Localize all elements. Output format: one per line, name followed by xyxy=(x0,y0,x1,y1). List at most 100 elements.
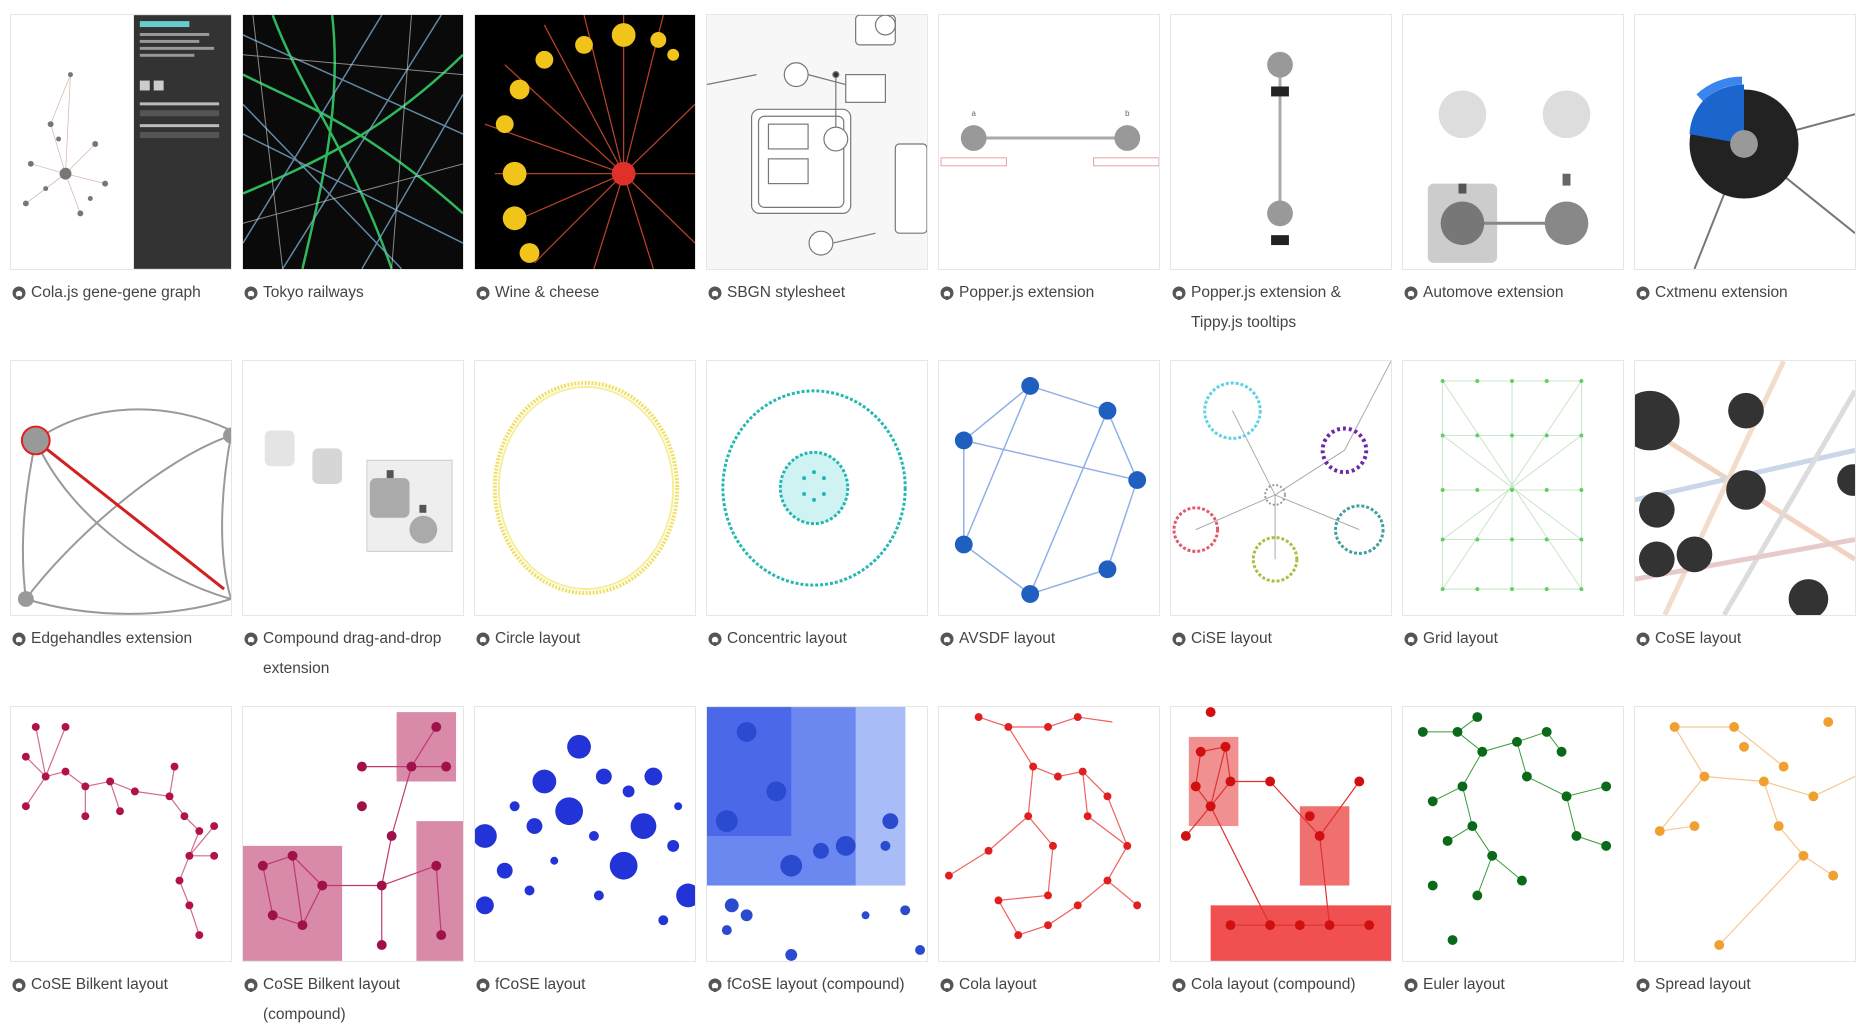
demo-caption[interactable]: Cola.js gene-gene graph xyxy=(12,278,234,308)
demo-caption[interactable]: AVSDF layout xyxy=(940,624,1162,654)
demo-thumbnail[interactable] xyxy=(1634,360,1856,616)
demo-caption[interactable]: Concentric layout xyxy=(708,624,930,654)
demo-caption[interactable]: Spread layout xyxy=(1636,970,1858,1000)
demo-caption[interactable]: Tokyo railways xyxy=(244,278,466,308)
demo-thumbnail[interactable] xyxy=(1402,14,1624,270)
demo-thumbnail[interactable] xyxy=(474,14,696,270)
svg-text:a: a xyxy=(971,109,976,118)
demo-thumbnail[interactable] xyxy=(1170,14,1392,270)
demo-label: CoSE Bilkent layout xyxy=(31,976,168,993)
demo-card[interactable]: SBGN stylesheet xyxy=(706,14,928,324)
demo-thumbnail[interactable] xyxy=(1634,14,1856,270)
github-icon xyxy=(940,632,954,646)
demo-card[interactable]: Cola layout xyxy=(938,706,1160,1016)
demo-card[interactable]: CoSE Bilkent layout (compound) xyxy=(242,706,464,1023)
demo-card[interactable]: Automove extension xyxy=(1402,14,1624,324)
demo-caption[interactable]: Wine & cheese xyxy=(476,278,698,308)
demo-card[interactable]: CoSE layout xyxy=(1634,360,1856,670)
demo-caption[interactable]: Cxtmenu extension xyxy=(1636,278,1858,308)
github-icon xyxy=(12,286,26,300)
demo-caption[interactable]: Automove extension xyxy=(1404,278,1626,308)
github-icon xyxy=(244,632,258,646)
demo-label: Cxtmenu extension xyxy=(1655,284,1788,301)
github-icon xyxy=(708,978,722,992)
demo-thumbnail[interactable] xyxy=(1170,706,1392,962)
demo-card[interactable]: Grid layout xyxy=(1402,360,1624,670)
demo-label: fCoSE layout (compound) xyxy=(727,976,905,993)
demo-label: Edgehandles extension xyxy=(31,630,193,647)
demo-caption[interactable]: Grid layout xyxy=(1404,624,1626,654)
demo-label: Compound drag-and-drop extension xyxy=(263,630,442,677)
demo-card[interactable]: a b Popper.js extension xyxy=(938,14,1160,324)
demo-caption[interactable]: Euler layout xyxy=(1404,970,1626,1000)
demo-thumbnail[interactable] xyxy=(1402,706,1624,962)
demo-card[interactable]: Concentric layout xyxy=(706,360,928,670)
demo-card[interactable]: Edgehandles extension xyxy=(10,360,232,670)
demo-caption[interactable]: fCoSE layout xyxy=(476,970,698,1000)
demo-caption[interactable]: Cola layout xyxy=(940,970,1162,1000)
demo-card[interactable]: Cxtmenu extension xyxy=(1634,14,1856,324)
github-icon xyxy=(1172,632,1186,646)
demo-card[interactable]: fCoSE layout xyxy=(474,706,696,1016)
demo-thumbnail[interactable] xyxy=(1170,360,1392,616)
demo-label: CoSE layout xyxy=(1655,630,1742,647)
demo-thumbnail[interactable] xyxy=(10,706,232,962)
demo-caption[interactable]: Popper.js extension xyxy=(940,278,1162,308)
demo-label: SBGN stylesheet xyxy=(727,284,846,301)
github-icon xyxy=(476,978,490,992)
github-icon xyxy=(244,286,258,300)
demo-caption[interactable]: Circle layout xyxy=(476,624,698,654)
demo-thumbnail[interactable] xyxy=(242,360,464,616)
demo-caption[interactable]: CoSE Bilkent layout xyxy=(12,970,234,1000)
demo-thumbnail[interactable] xyxy=(938,360,1160,616)
demo-thumbnail[interactable] xyxy=(474,360,696,616)
demo-card[interactable]: Circle layout xyxy=(474,360,696,670)
demo-caption[interactable]: Edgehandles extension xyxy=(12,624,234,654)
demo-card[interactable]: fCoSE layout (compound) xyxy=(706,706,928,1016)
demo-thumbnail[interactable] xyxy=(10,360,232,616)
demo-thumbnail[interactable] xyxy=(1402,360,1624,616)
github-icon xyxy=(1404,632,1418,646)
demo-card[interactable]: AVSDF layout xyxy=(938,360,1160,670)
demo-thumbnail[interactable] xyxy=(474,706,696,962)
demo-caption[interactable]: Compound drag-and-drop extension xyxy=(244,624,466,684)
demo-thumbnail[interactable] xyxy=(706,706,928,962)
demo-thumbnail[interactable] xyxy=(10,14,232,270)
demo-thumbnail[interactable] xyxy=(706,14,928,270)
demo-label: Cola layout xyxy=(959,976,1037,993)
demo-label: Concentric layout xyxy=(727,630,847,647)
demo-caption[interactable]: CiSE layout xyxy=(1172,624,1394,654)
demo-caption[interactable]: Cola layout (compound) xyxy=(1172,970,1394,1000)
demo-thumbnail[interactable] xyxy=(242,706,464,962)
demo-card[interactable]: Tokyo railways xyxy=(242,14,464,324)
demo-card[interactable]: Cola layout (compound) xyxy=(1170,706,1392,1016)
demo-label: Grid layout xyxy=(1423,630,1498,647)
demo-card[interactable]: CoSE Bilkent layout xyxy=(10,706,232,1016)
demo-caption[interactable]: fCoSE layout (compound) xyxy=(708,970,930,1000)
demo-caption[interactable]: CoSE Bilkent layout (compound) xyxy=(244,970,466,1030)
github-icon xyxy=(1636,978,1650,992)
github-icon xyxy=(12,632,26,646)
demo-card[interactable]: Popper.js extension & Tippy.js tooltips xyxy=(1170,14,1392,331)
demo-thumbnail[interactable] xyxy=(242,14,464,270)
demo-caption[interactable]: CoSE layout xyxy=(1636,624,1858,654)
demo-card[interactable]: Cola.js gene-gene graph xyxy=(10,14,232,324)
github-icon xyxy=(940,978,954,992)
demo-label: AVSDF layout xyxy=(959,630,1056,647)
demo-thumbnail[interactable] xyxy=(938,706,1160,962)
demo-thumbnail[interactable]: a b xyxy=(938,14,1160,270)
demo-caption[interactable]: SBGN stylesheet xyxy=(708,278,930,308)
demo-card[interactable]: Spread layout xyxy=(1634,706,1856,1016)
demo-caption[interactable]: Popper.js extension & Tippy.js tooltips xyxy=(1172,278,1394,338)
github-icon xyxy=(1636,632,1650,646)
demo-card[interactable]: CiSE layout xyxy=(1170,360,1392,670)
demo-label: CoSE Bilkent layout (compound) xyxy=(263,976,400,1023)
demo-card[interactable]: Wine & cheese xyxy=(474,14,696,324)
demo-thumbnail[interactable] xyxy=(1634,706,1856,962)
demo-card[interactable]: Euler layout xyxy=(1402,706,1624,1016)
demo-card[interactable]: Compound drag-and-drop extension xyxy=(242,360,464,677)
github-icon xyxy=(708,632,722,646)
demo-label: Spread layout xyxy=(1655,976,1751,993)
demo-thumbnail[interactable] xyxy=(706,360,928,616)
